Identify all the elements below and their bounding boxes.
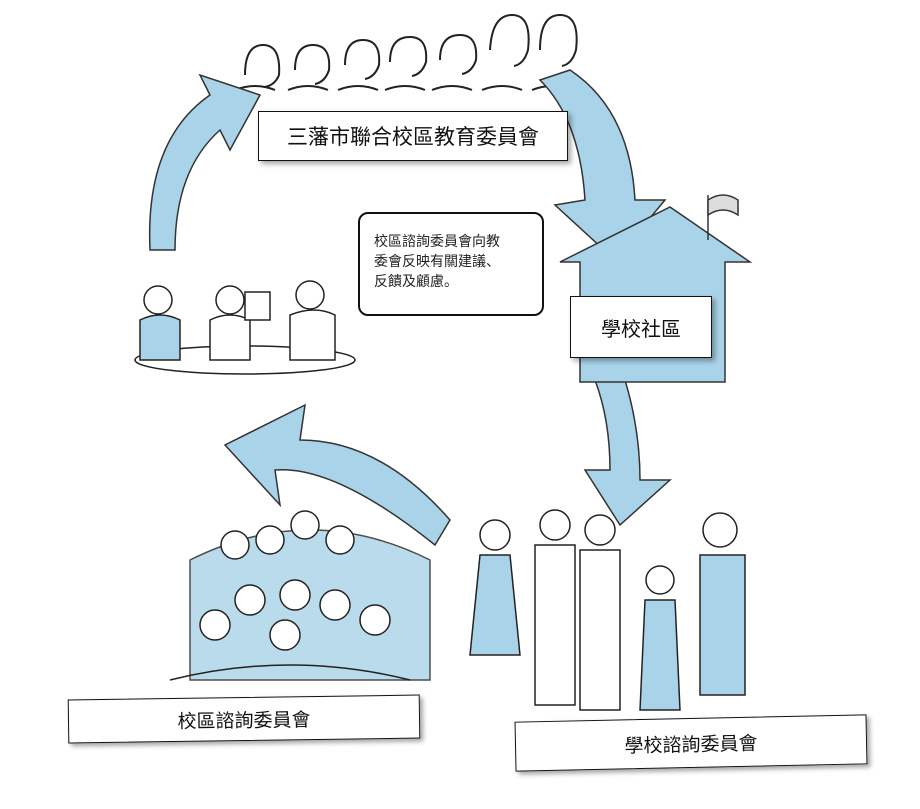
school-committee-group [469,509,746,711]
bubble-line: 反饋及顧慮。 [374,274,458,290]
board-of-education-label: 三藩市聯合校區教育委員會 [258,111,568,161]
speech-bubble: 校區諮詢委員會向教 委會反映有關建議、 反饋及顧慮。 [358,212,544,316]
bubble-line: 委會反映有關建議、 [374,254,500,270]
flag-icon [707,194,739,217]
school-committee-label: 學校諮詢委員會 [514,714,868,772]
audience-figures [234,13,578,91]
district-committee-label: 校區諮詢委員會 [67,694,421,744]
cycle-arrows [148,69,672,547]
school-community-label: 學校社區 [570,296,712,358]
district-committee-crowd [169,510,431,681]
arrow-right-down [583,379,672,527]
bubble-line: 校區諮詢委員會向教 [374,234,500,250]
arrow-left-up [148,73,262,251]
meeting-figures [134,280,356,375]
arrow-bottom-left [223,403,451,547]
